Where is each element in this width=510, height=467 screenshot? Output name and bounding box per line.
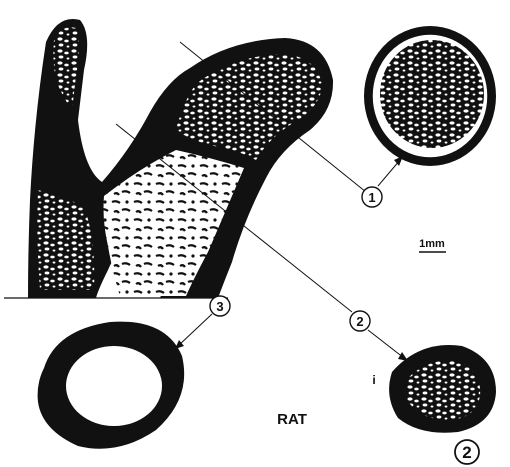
callout-1-label: 1 <box>368 190 375 205</box>
longitudinal-bone-section <box>4 19 333 298</box>
leader-line-1-arrow <box>378 160 400 186</box>
scale-bar-label: 1mm <box>419 238 445 250</box>
callout-2-bottom: 2 <box>455 440 479 464</box>
callout-3-label: 3 <box>216 299 223 314</box>
callout-2-label: 2 <box>356 314 363 329</box>
cross-section-1-core <box>380 40 484 148</box>
marker-i: i <box>372 373 375 387</box>
species-label: RAT <box>277 411 307 428</box>
cross-section-3-medulla <box>66 346 162 426</box>
cross-section-1 <box>364 26 496 166</box>
callout-1: 1 <box>362 187 382 207</box>
callout-3: 3 <box>210 296 230 316</box>
leader-line-3-arrow <box>178 314 212 346</box>
arrowhead-2 <box>398 352 408 361</box>
cross-section-3 <box>38 322 185 449</box>
callout-2: 2 <box>350 311 370 331</box>
callout-2-bottom-label: 2 <box>462 443 471 462</box>
leader-line-2-arrow <box>368 330 404 358</box>
scale-bar: 1mm <box>419 238 446 252</box>
